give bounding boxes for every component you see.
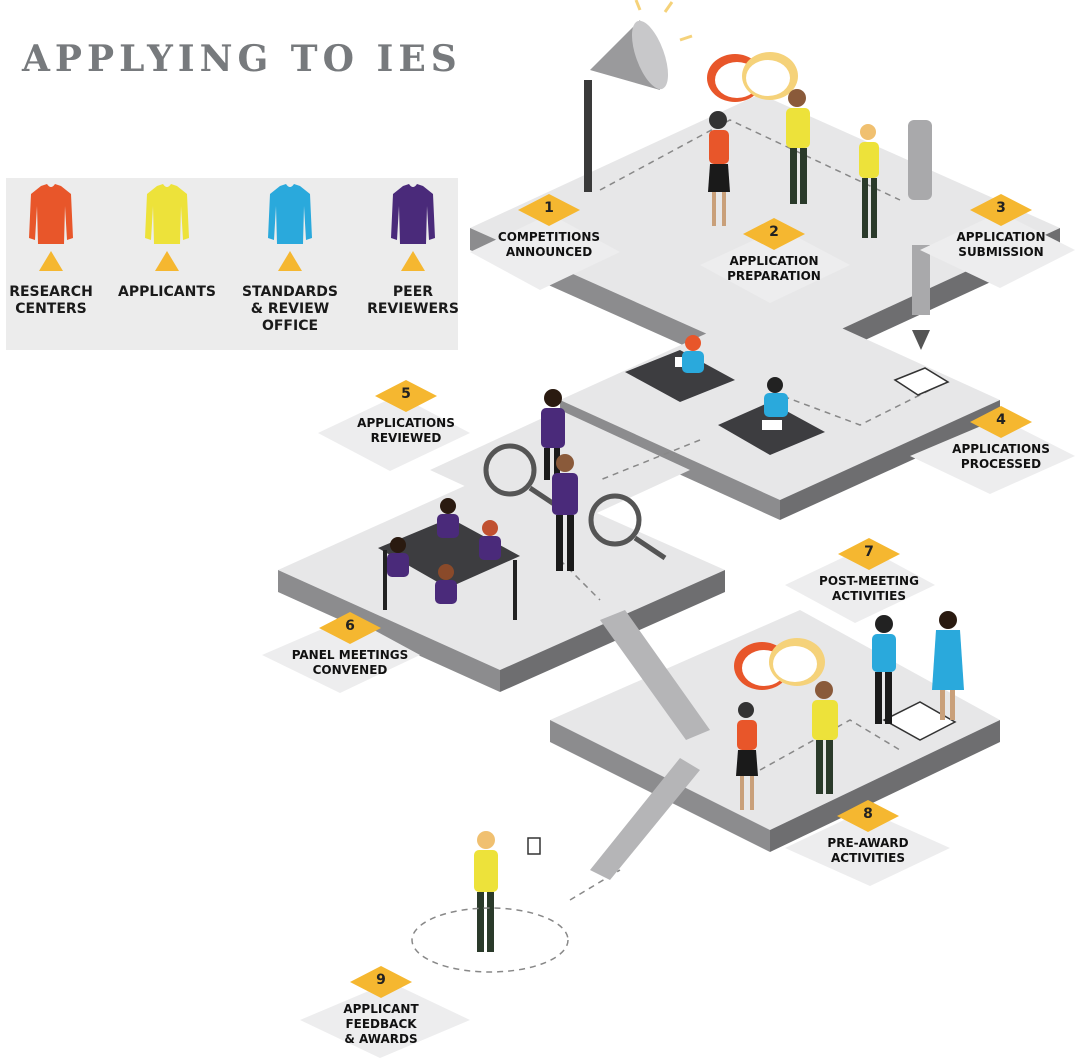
person-applicant xyxy=(859,124,879,238)
legend-label: STANDARDS & REVIEW OFFICE xyxy=(241,284,339,334)
triangle-icon xyxy=(278,251,302,271)
triangle-icon xyxy=(155,251,179,271)
step-number: 9 xyxy=(376,972,386,988)
step-6: 6 PANEL MEETINGS CONVENED xyxy=(275,618,425,678)
step-label: APPLICATIONS REVIEWED xyxy=(357,416,455,445)
step-3: 3 APPLICATION SUBMISSION xyxy=(926,200,1076,260)
step-number: 7 xyxy=(864,544,874,560)
step-number: 6 xyxy=(345,618,355,634)
speech-bubbles-icon xyxy=(707,52,798,102)
step-number: 2 xyxy=(769,224,779,240)
legend-item-standards-review-office: STANDARDS & REVIEW OFFICE xyxy=(235,178,345,350)
person-standards-review xyxy=(682,335,704,373)
shirt-icon xyxy=(391,184,435,244)
person-standards-review xyxy=(764,377,788,417)
submission-tube-icon xyxy=(908,120,932,350)
step-4: 4 APPLICATIONS PROCESSED xyxy=(926,412,1076,472)
step-1: 1 COMPETITIONS ANNOUNCED xyxy=(474,200,624,260)
destination-circle xyxy=(411,907,569,973)
person-research-center xyxy=(708,111,730,226)
legend-label: PEER REVIEWERS xyxy=(367,284,459,317)
escalator-icon xyxy=(590,610,710,880)
step-badges xyxy=(319,194,1032,998)
triangle-icon xyxy=(401,251,425,271)
step-8: 8 PRE-AWARD ACTIVITIES xyxy=(793,806,943,866)
step-number: 8 xyxy=(863,806,873,822)
person-applicant xyxy=(474,831,541,952)
person-applicant xyxy=(786,89,810,204)
page-title: APPLYING TO IES xyxy=(22,38,462,80)
speech-bubbles-icon xyxy=(734,638,825,690)
step-5: 5 APPLICATIONS REVIEWED xyxy=(331,386,481,446)
step-7: 7 POST-MEETING ACTIVITIES xyxy=(794,544,944,604)
person-peer-reviewer xyxy=(552,454,578,571)
megaphone-icon xyxy=(584,0,693,192)
step-label: APPLICATION SUBMISSION xyxy=(956,230,1046,259)
legend-item-peer-reviewers: PEER REVIEWERS xyxy=(358,178,468,350)
step-label: COMPETITIONS ANNOUNCED xyxy=(497,230,601,259)
step-tile-backgrounds xyxy=(262,212,1075,1058)
person-research-center xyxy=(736,702,758,810)
step-number: 1 xyxy=(544,200,554,216)
shirt-icon xyxy=(145,184,189,244)
step-number: 4 xyxy=(996,412,1006,428)
step-number: 3 xyxy=(996,200,1006,216)
step-label: PANEL MEETINGS CONVENED xyxy=(291,648,409,677)
step-2: 2 APPLICATION PREPARATION xyxy=(699,224,849,284)
step-label: POST-MEETING ACTIVITIES xyxy=(819,574,919,603)
step-9: 9 APPLICANT FEEDBACK & AWARDS xyxy=(306,972,456,1047)
document-stack-icon xyxy=(882,367,957,741)
person-applicant xyxy=(812,681,838,794)
step-label: PRE-AWARD ACTIVITIES xyxy=(827,836,909,865)
shirt-icon xyxy=(29,184,73,244)
step-label: APPLICATIONS PROCESSED xyxy=(952,442,1050,471)
shirt-icon xyxy=(268,184,312,244)
person-standards-review xyxy=(932,611,964,720)
legend-label: APPLICANTS xyxy=(118,284,216,300)
legend: RESEARCH CENTERS APPLICANTS STANDARDS & … xyxy=(6,178,459,350)
table-icon xyxy=(378,518,520,620)
triangle-icon xyxy=(39,251,63,271)
person-standards-review xyxy=(872,615,896,724)
legend-item-applicants: APPLICANTS xyxy=(112,178,222,350)
person-peer-reviewer xyxy=(387,498,501,604)
step-label: APPLICATION PREPARATION xyxy=(727,254,821,283)
step-label: APPLICANT FEEDBACK & AWARDS xyxy=(343,1002,419,1046)
step-number: 5 xyxy=(401,386,411,402)
legend-label: RESEARCH CENTERS xyxy=(9,284,93,317)
legend-item-research-centers: RESEARCH CENTERS xyxy=(0,178,106,350)
